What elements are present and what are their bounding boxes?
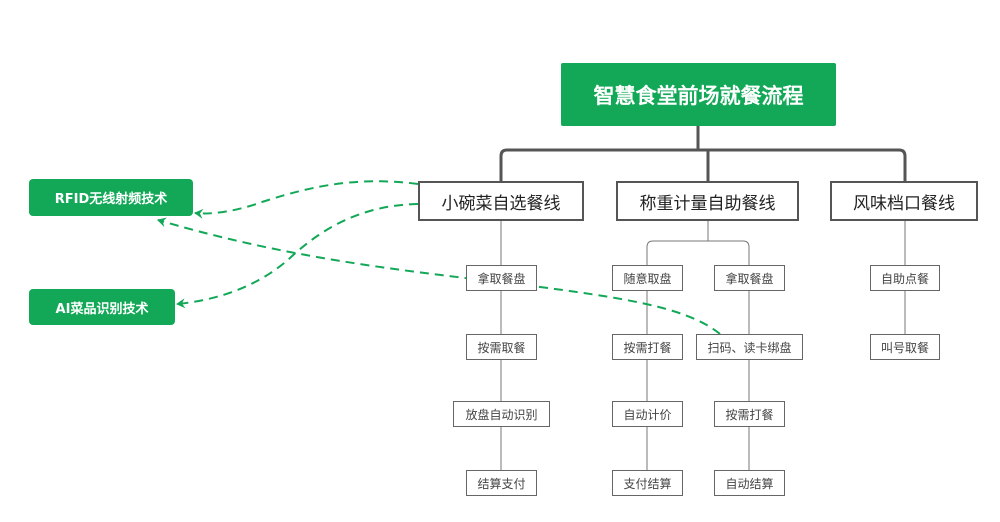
- step-node: 结算支付: [466, 470, 537, 496]
- step-node: 随意取盘: [612, 265, 683, 291]
- line-node-small-bowl: 小碗菜自选餐线: [418, 181, 584, 221]
- line-node-weighing: 称重计量自助餐线: [616, 181, 799, 221]
- step-node: 按需取餐: [466, 334, 537, 360]
- step-node: 自助点餐: [870, 265, 940, 291]
- line-node-flavor-stall: 风味档口餐线: [830, 181, 978, 221]
- root-node: 智慧食堂前场就餐流程: [561, 63, 836, 126]
- step-node: 扫码、读卡绑盘: [696, 334, 803, 360]
- step-node: 自动计价: [612, 401, 683, 427]
- step-node: 支付结算: [612, 470, 683, 496]
- tech-node-rfid: RFID无线射频技术: [29, 179, 193, 216]
- step-node: 自动结算: [714, 470, 785, 496]
- root-connector: [499, 126, 907, 181]
- step-node: 按需打餐: [714, 401, 785, 427]
- step-node: 拿取餐盘: [466, 265, 537, 291]
- step-node: 放盘自动识别: [453, 401, 550, 427]
- step-node: 按需打餐: [612, 334, 683, 360]
- step-node: 拿取餐盘: [714, 265, 785, 291]
- step-node: 叫号取餐: [870, 334, 940, 360]
- technology-links: [157, 180, 721, 335]
- tech-node-ai-recognition: AI菜品识别技术: [29, 289, 175, 325]
